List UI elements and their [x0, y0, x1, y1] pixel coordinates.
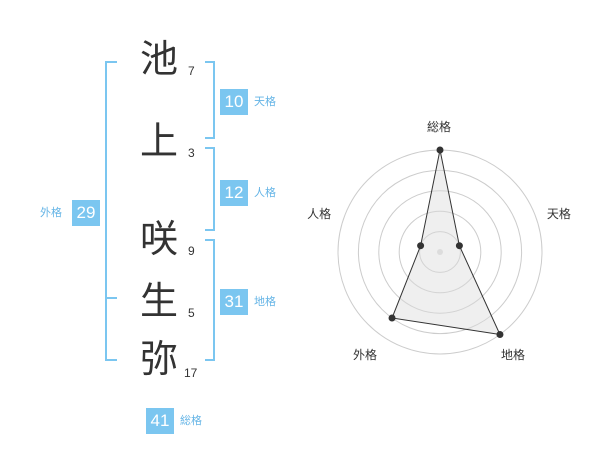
- stroke-count-3: 9: [188, 244, 195, 258]
- stroke-count-1: 7: [188, 64, 195, 78]
- jinkaku-bracket: [205, 147, 215, 231]
- radar-point-2: [455, 242, 463, 250]
- jinkaku-value: 12: [220, 180, 248, 206]
- chikaku-value: 31: [220, 289, 248, 315]
- tenkaku-value: 10: [220, 89, 248, 115]
- name-char-5: 弥: [140, 337, 179, 381]
- tenkaku-bracket: [205, 61, 215, 139]
- radar-ring: [398, 210, 482, 294]
- gaikaku-bracket: [105, 61, 117, 361]
- radar-center: [437, 249, 443, 255]
- radar-polygon: [391, 149, 501, 336]
- soukaku-label: 総格: [180, 414, 202, 427]
- chikaku-bracket: [205, 239, 215, 361]
- radar-point-5: [417, 242, 425, 250]
- radar-axis-label-1: 総格: [427, 120, 452, 134]
- radar-point-3: [496, 331, 504, 339]
- chikaku-label: 地格: [254, 295, 276, 308]
- radar-point-4: [388, 314, 396, 322]
- gaikaku-value: 29: [72, 200, 100, 226]
- radar-point-1: [436, 146, 444, 154]
- radar-ring: [378, 190, 502, 314]
- radar-axis-label-5: 人格: [307, 207, 332, 222]
- radar-axis-label-2: 天格: [546, 207, 571, 222]
- soukaku-value: 41: [146, 408, 174, 434]
- name-char-3: 咲: [140, 217, 179, 261]
- name-char-2: 上: [140, 119, 179, 163]
- stroke-count-5: 17: [184, 366, 198, 380]
- stroke-count-2: 3: [188, 146, 195, 160]
- gaikaku-label: 外格: [40, 206, 62, 219]
- jinkaku-label: 人格: [254, 186, 276, 199]
- name-char-1: 池: [140, 37, 179, 81]
- tenkaku-label: 天格: [254, 95, 276, 108]
- name-char-4: 生: [140, 279, 179, 323]
- radar-axis-label-3: 地格: [501, 347, 526, 362]
- radar-ring: [419, 231, 461, 273]
- radar-axis-label-4: 外格: [352, 347, 377, 362]
- radar-ring: [357, 169, 523, 335]
- stroke-count-4: 5: [188, 306, 195, 320]
